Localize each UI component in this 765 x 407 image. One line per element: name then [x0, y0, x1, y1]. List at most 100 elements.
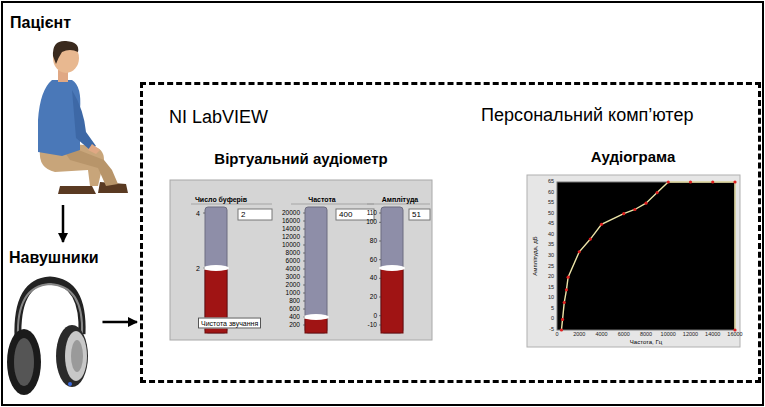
data-point [667, 180, 670, 183]
button-label: Чистота звучання [198, 318, 261, 329]
tick-mark [203, 213, 205, 214]
tick-label: 14000 [282, 226, 300, 233]
value-box [409, 209, 430, 220]
data-point [600, 223, 603, 226]
system-boundary: NI LabVIEW Персональний комп’ютерВіртуаль… [140, 82, 761, 383]
tick-label: 800 [289, 298, 300, 305]
data-point [733, 180, 736, 183]
tick-label: 65 [548, 179, 554, 185]
data-point [560, 328, 563, 331]
tick-mark [303, 277, 305, 278]
tick-label: 30 [548, 253, 554, 259]
data-point [733, 328, 736, 331]
tick-label: 12000 [282, 234, 300, 241]
tick-mark [379, 325, 381, 326]
data-point [561, 318, 564, 321]
tick-label: 4000 [595, 332, 607, 338]
axis-title: Амплітуда, дБ [532, 236, 538, 275]
tick-label: 2000 [286, 282, 300, 289]
tick-label: 10 [548, 296, 554, 302]
tick-label: 20 [370, 294, 377, 301]
tick-label: 50 [548, 211, 554, 217]
data-point [567, 276, 570, 279]
title-rule [191, 204, 272, 205]
data-point [578, 250, 581, 253]
tick-mark [303, 269, 305, 270]
tick-label: 1000 [286, 290, 300, 297]
value-readout: 400 [339, 211, 352, 219]
tick-label: 55 [548, 200, 554, 206]
tick-mark [379, 213, 381, 214]
tick-mark [303, 245, 305, 246]
tick-label: 8000 [640, 332, 652, 338]
tick-mark [379, 222, 381, 223]
data-point [633, 208, 636, 211]
screen-panel: Віртуальний аудіометр [170, 148, 432, 342]
title-rule [367, 204, 430, 205]
control-title: Число буферів [195, 196, 247, 203]
tick-label: 80 [370, 238, 377, 245]
tick-label: 16000 [727, 332, 742, 338]
tick-mark [303, 301, 305, 302]
screen-panel: Аудіограма [527, 146, 740, 348]
tick-label: 5 [551, 306, 554, 312]
node-heading: Пацієнт [10, 14, 71, 32]
tick-mark [303, 261, 305, 262]
tick-label: 200 [289, 322, 300, 329]
tick-mark [303, 317, 305, 318]
tick-label: 35 [548, 243, 554, 249]
node-heading: Навушники [9, 249, 98, 267]
tick-label: 8000 [286, 250, 300, 257]
tick-label: 0 [551, 317, 554, 323]
tick-label: 40 [548, 232, 554, 238]
data-point [644, 202, 647, 205]
tick-mark [303, 293, 305, 294]
tick-label: 45 [548, 222, 554, 228]
data-point [689, 180, 692, 183]
node-subheading: Персональний комп’ютер [481, 105, 693, 126]
node-heading: NI LabVIEW [169, 107, 268, 128]
patient-figure [38, 41, 128, 194]
tick-label: 60 [370, 256, 377, 263]
tick-label: 16000 [282, 218, 300, 225]
audiogram-curve [561, 182, 735, 330]
tick-label: 25 [548, 264, 554, 270]
tick-label: 2 [196, 265, 200, 272]
figure-node: Навушники [5, 243, 102, 403]
figure-node: Пацієнт [5, 8, 130, 203]
slider-thumb [303, 314, 329, 320]
tick-mark [303, 221, 305, 222]
tick-label: 3000 [286, 274, 300, 281]
plot-area [557, 182, 735, 330]
value-readout: 51 [412, 211, 421, 219]
tick-label: 0 [555, 332, 558, 338]
slider-fill [381, 268, 403, 333]
tick-label: 6000 [286, 258, 300, 265]
tick-label: 2000 [573, 332, 585, 338]
flow-arrow [62, 205, 65, 242]
panel-ground [170, 180, 432, 340]
tick-mark [379, 259, 381, 260]
tick-mark [379, 241, 381, 242]
tick-label: 110 [367, 210, 377, 217]
tick-label: 4000 [286, 266, 300, 273]
audiogram-chart [527, 175, 740, 347]
node-heading: Аудіограма [591, 148, 676, 165]
tick-mark [303, 237, 305, 238]
value-box [238, 209, 272, 220]
tick-label: -10 [368, 322, 377, 329]
tick-label: 10000 [661, 332, 676, 338]
tick-label: 6000 [618, 332, 630, 338]
control-title: Амплітуда [382, 196, 419, 203]
data-point [565, 288, 568, 291]
data-point [563, 301, 566, 304]
tick-mark [379, 278, 381, 279]
tick-label: 100 [366, 219, 377, 226]
data-point [589, 237, 592, 240]
tick-label: 0 [373, 312, 377, 319]
value-box [336, 209, 374, 220]
